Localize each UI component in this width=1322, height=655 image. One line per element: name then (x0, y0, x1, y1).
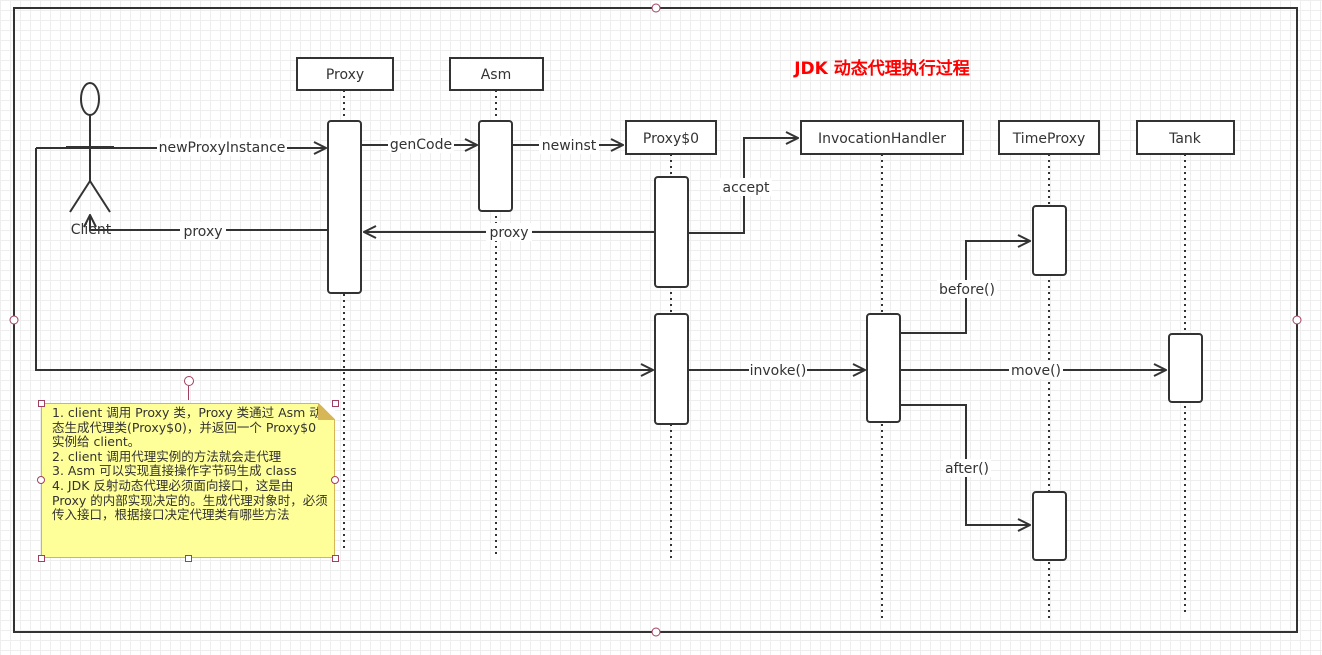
note-box[interactable]: 1. client 调用 Proxy 类，Proxy 类通过 Asm 动态生成代… (41, 403, 335, 558)
message-labels: newProxyInstance genCode newinst accept … (157, 135, 1063, 477)
label-invoke: invoke() (750, 363, 807, 379)
svg-text:InvocationHandler: InvocationHandler (818, 131, 946, 147)
note-handle-bm[interactable] (185, 555, 192, 562)
note-handle-tl[interactable] (38, 400, 45, 407)
diagram-title: JDK 动态代理执行过程 (793, 58, 970, 79)
activation-timeproxy-1 (1032, 205, 1067, 276)
label-move: move() (1011, 363, 1061, 379)
note-line-1: 1. client 调用 Proxy 类，Proxy 类通过 Asm 动态生成代… (52, 405, 322, 450)
participant-proxy[interactable]: Proxy (296, 57, 394, 91)
label-gen-code: genCode (390, 137, 452, 153)
svg-text:Proxy$0: Proxy$0 (643, 131, 699, 147)
activation-proxy (327, 120, 362, 294)
activation-handler (866, 313, 901, 423)
label-newinst: newinst (542, 138, 597, 154)
participant-invocation-handler[interactable]: InvocationHandler (800, 120, 964, 155)
label-accept: accept (723, 180, 770, 196)
participant-tank[interactable]: Tank (1136, 120, 1235, 155)
activation-timeproxy-2 (1032, 491, 1067, 561)
activation-proxy0-2 (654, 313, 689, 425)
note-line-3: 3. Asm 可以实现直接操作字节码生成 class (52, 463, 297, 479)
note-rotate-stem (188, 386, 189, 400)
note-line-4: 4. JDK 反射动态代理必须面向接口，这是由 Proxy 的内部实现决定的。生… (52, 477, 328, 523)
activations (327, 120, 1203, 561)
note-fold-icon (318, 403, 335, 420)
svg-text:Proxy: Proxy (326, 67, 364, 83)
frame-handles (9, 3, 1302, 637)
participant-proxy0[interactable]: Proxy$0 (625, 120, 717, 155)
activation-proxy0-1 (654, 176, 689, 288)
participant-asm[interactable]: Asm (449, 57, 544, 91)
label-after: after() (945, 461, 989, 477)
note-line-2: 2. client 调用代理实例的方法就会走代理 (52, 448, 282, 464)
note-handle-ml[interactable] (37, 476, 45, 484)
msg-proxy-return-1 (90, 215, 328, 231)
label-new-proxy-instance: newProxyInstance (159, 140, 286, 156)
note-handle-tr[interactable] (332, 400, 339, 407)
note-handle-br[interactable] (332, 555, 339, 562)
svg-text:Asm: Asm (481, 67, 512, 83)
note-handle-mr[interactable] (331, 476, 339, 484)
note-rotate-handle[interactable] (184, 376, 194, 386)
activation-asm (478, 120, 513, 212)
participant-time-proxy[interactable]: TimeProxy (998, 120, 1100, 155)
label-before: before() (939, 282, 995, 298)
label-proxy-return-1: proxy (183, 224, 222, 240)
activation-tank (1168, 333, 1203, 403)
note-handle-bl[interactable] (38, 555, 45, 562)
svg-text:TimeProxy: TimeProxy (1012, 131, 1086, 147)
svg-text:Tank: Tank (1168, 131, 1202, 147)
label-proxy-return-2: proxy (489, 225, 528, 241)
msg-client-call (35, 148, 653, 370)
